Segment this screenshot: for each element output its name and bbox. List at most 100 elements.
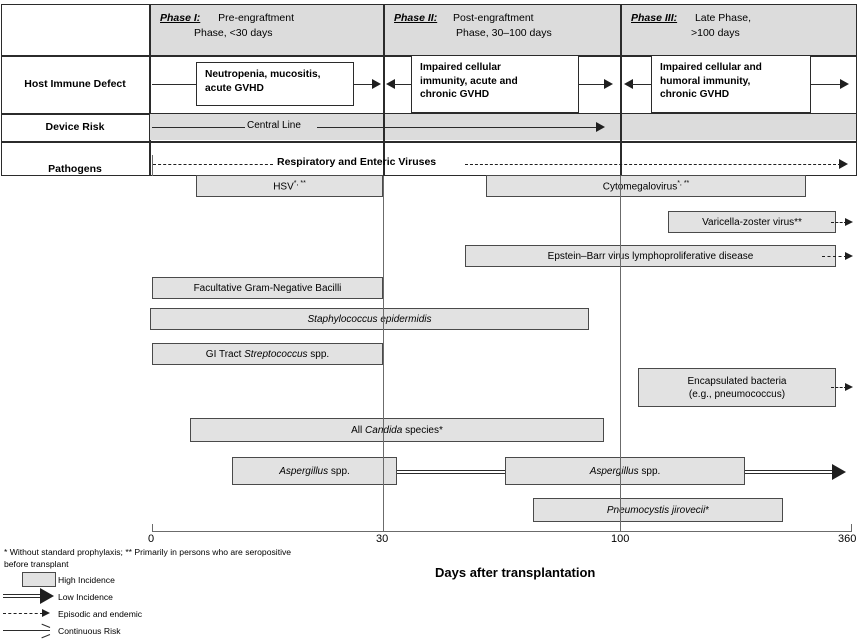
row-divider-pathogens [1, 141, 857, 143]
legend-episodic-line [3, 613, 43, 614]
immune-arrow-line-2b [579, 84, 605, 86]
central-line-right [317, 127, 598, 129]
encaps-line1: Encapsulated bacteria [687, 375, 787, 387]
bar-varicella-zoster: Varicella-zoster virus** [668, 211, 836, 233]
vzv-label: Varicella-zoster virus** [702, 216, 802, 228]
hsv-label: HSV [273, 181, 294, 193]
immune-arrow-line-3a [631, 84, 651, 86]
immune-box1-line2: acute GVHD [205, 82, 264, 94]
immune-arrow-line-2a [393, 84, 411, 86]
hsv-superscript: *, ** [293, 179, 306, 187]
encaps-line2: (e.g., pneumococcus) [688, 388, 786, 400]
legend-low-incidence-line [3, 594, 41, 598]
gi-suffix: spp. [307, 348, 330, 360]
phase1-header-band [150, 5, 383, 55]
phase3-header-band [622, 5, 856, 55]
immune-box2-line1: Impaired cellular [420, 62, 501, 73]
col-divider-phase2-3 [620, 5, 622, 176]
gram-neg-label: Facultative Gram-Negative Bacilli [193, 282, 342, 294]
immune-box3-line1: Impaired cellular and [660, 62, 762, 73]
pneumo-suffix: * [705, 504, 710, 516]
phase2-header-band [385, 5, 620, 55]
axis-label-0: 0 [148, 533, 155, 545]
phase3-header: Phase III: Late Phase, >100 days [631, 11, 751, 41]
staph-italic: Staphylococcus [307, 313, 378, 325]
cmv-superscript: *, ** [677, 179, 690, 187]
resp-enteric-label: Respiratory and Enteric Viruses [277, 156, 437, 168]
phase1-label: Phase I: [160, 12, 201, 24]
legend-label-episodic: Episodic and endemic [58, 609, 143, 619]
axis-label-360: 360 [838, 533, 857, 545]
immune-connector-line-1 [152, 84, 196, 86]
candida-suffix: species* [402, 424, 443, 436]
immune-box2-line2: immunity, acute and [420, 75, 518, 87]
legend-label-low-incidence: Low Incidence [58, 592, 113, 602]
legend-continuous-line [3, 630, 50, 632]
phase1-line2: Phase, <30 days [194, 27, 273, 39]
legend-episodic-arrow [42, 608, 50, 617]
bar-encapsulated-bacteria: Encapsulated bacteria (e.g., pneumococcu… [638, 368, 836, 407]
ebv-arrow [845, 251, 853, 260]
phase1-header: Phase I: Pre-engraftment Phase, <30 days [160, 11, 294, 41]
phase2-line2: Phase, 30–100 days [456, 27, 552, 39]
immune-arrow-line-1 [354, 84, 378, 86]
ebv-label: Epstein–Barr virus lymphoproliferative d… [547, 250, 754, 262]
axis-title: Days after transplantation [435, 565, 596, 580]
bar-cytomegalovirus: Cytomegalovirus*, ** [486, 175, 806, 197]
legend-low-incidence-arrow [40, 588, 54, 604]
phase2-line1: Post-engraftment [453, 12, 534, 24]
aspergillus-connector-1 [395, 470, 507, 474]
col-divider-label [149, 5, 151, 176]
vzv-dash [831, 222, 847, 223]
immune-defect-box-1: Neutropenia, mucositis, acute GVHD [196, 62, 354, 106]
axis-label-100: 100 [611, 533, 630, 545]
bar-pneumocystis-jirovecii: Pneumocystis jirovecii* [533, 498, 783, 522]
bar-gram-negative-bacilli: Facultative Gram-Negative Bacilli [152, 277, 383, 299]
immune-arrow-left-2 [386, 79, 395, 89]
legend-label-continuous: Continuous Risk [58, 626, 121, 636]
immune-arrow-right-1 [372, 79, 381, 89]
immune-defect-box-2: Impaired cellular immunity, acute and ch… [411, 55, 579, 113]
x-axis-line [152, 531, 852, 533]
axis-tick-360 [851, 524, 852, 532]
vzv-arrow [845, 217, 853, 226]
axis-tick-0 [152, 524, 153, 532]
bar-aspergillus-2: Aspergillus spp. [505, 457, 745, 485]
immune-arrow-left-3 [624, 79, 633, 89]
gridline-day100 [620, 176, 621, 531]
resp-enteric-dash-left [153, 164, 273, 165]
staph-rest: epidermidis [380, 313, 432, 325]
immune-arrow-right-3 [840, 79, 849, 89]
immune-defect-box-3: Impaired cellular and humoral immunity, … [651, 55, 811, 113]
ebv-dash [822, 256, 847, 257]
asper1-suffix: spp. [328, 465, 350, 477]
central-line-arrow [596, 122, 605, 132]
asper1-italic: Aspergillus [279, 465, 329, 477]
aspergillus-connector-2 [742, 470, 834, 474]
row-divider-device [1, 113, 857, 115]
phase2-label: Phase II: [394, 12, 438, 24]
aspergillus-arrow [832, 464, 846, 480]
phase2-header: Phase II: Post-engraftment Phase, 30–100… [394, 11, 552, 41]
legend-swatch-high-incidence [22, 572, 56, 587]
bar-gi-tract-streptococcus: GI Tract Streptococcus spp. [152, 343, 383, 365]
central-line-left [152, 127, 245, 129]
asper2-suffix: spp. [638, 465, 661, 477]
resp-enteric-dash-right [465, 164, 841, 165]
gi-italic: Streptococcus [244, 348, 308, 360]
matrix-frame [1, 4, 857, 176]
phase3-line2: >100 days [691, 27, 740, 39]
immune-box3-line2: humoral immunity, [660, 75, 751, 87]
candida-prefix: All [351, 424, 366, 436]
legend-label-high-incidence: High Incidence [58, 575, 115, 585]
phase3-label: Phase III: [631, 12, 678, 24]
bar-staphylococcus-epidermidis: Staphylococcus epidermidis [150, 308, 589, 330]
gridline-day30 [383, 176, 384, 531]
immune-arrow-right-2 [604, 79, 613, 89]
row-label-pathogens: Pathogens [48, 163, 102, 175]
bar-candida-species: All Candida species* [190, 418, 604, 442]
immune-box2-line3: chronic GVHD [420, 89, 490, 100]
immune-box3-line3: chronic GVHD [660, 89, 730, 100]
phase1-line1: Pre-engraftment [218, 12, 294, 24]
bar-aspergillus-1: Aspergillus spp. [232, 457, 397, 485]
